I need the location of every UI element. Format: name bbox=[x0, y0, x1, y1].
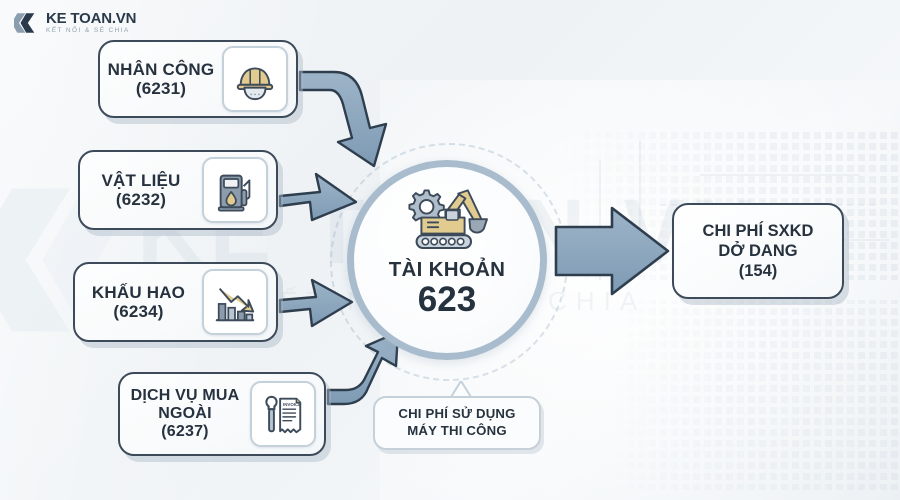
source-box-4-text: DỊCH VỤ MUA NGOÀI (6237) bbox=[120, 387, 250, 441]
source-box-vat-lieu[interactable]: VẬT LIỆU (6232) bbox=[78, 150, 278, 230]
destination-code: (154) bbox=[738, 262, 778, 281]
source-box-2-label: VẬT LIỆU bbox=[101, 170, 181, 190]
caption-text: CHI PHÍ SỬ DỤNG MÁY THI CÔNG bbox=[398, 406, 515, 440]
declining-bar-chart-icon bbox=[202, 269, 268, 335]
source-box-3-code: (6234) bbox=[113, 302, 164, 321]
source-box-2-text: VẬT LIỆU (6232) bbox=[80, 171, 202, 209]
logo-name: KE TOAN.VN bbox=[46, 10, 137, 28]
fuel-pump-icon bbox=[202, 157, 268, 223]
source-box-3-text: KHẤU HAO (6234) bbox=[75, 283, 202, 321]
logo-tagline: KẾT NỐI & SẺ CHIA bbox=[46, 27, 130, 35]
source-box-nhan-cong[interactable]: NHÂN CÔNG (6231) bbox=[98, 40, 298, 118]
destination-line-1: CHI PHÍ SXKD bbox=[702, 221, 814, 240]
destination-line-2: DỞ DANG bbox=[718, 241, 798, 260]
center-account-code: 623 bbox=[417, 279, 477, 319]
wrench-invoice-icon: INVOICE bbox=[250, 381, 316, 447]
center-node-tai-khoan-623[interactable]: TÀI KHOẢN 623 bbox=[347, 160, 547, 360]
arrow-nhan-cong bbox=[298, 70, 388, 168]
source-box-1-label: NHÂN CÔNG bbox=[107, 59, 215, 79]
arrow-to-destination bbox=[554, 206, 670, 296]
destination-box-chi-phi-sxkd[interactable]: CHI PHÍ SXKD DỞ DANG (154) bbox=[672, 203, 844, 299]
source-box-1-text: NHÂN CÔNG (6231) bbox=[100, 60, 222, 98]
excavator-gear-icon bbox=[399, 187, 495, 258]
caption-line-2: MÁY THI CÔNG bbox=[407, 423, 507, 438]
caption-callout: CHI PHÍ SỬ DỤNG MÁY THI CÔNG bbox=[373, 396, 541, 450]
source-box-2-code: (6232) bbox=[115, 190, 167, 209]
source-box-4-code: (6237) bbox=[161, 422, 209, 440]
center-title: TÀI KHOẢN bbox=[388, 258, 506, 281]
destination-text: CHI PHÍ SXKD DỞ DANG (154) bbox=[703, 221, 814, 281]
source-box-3-label: KHẤU HAO bbox=[91, 282, 186, 302]
svg-text:INVOICE: INVOICE bbox=[283, 402, 301, 407]
caption-line-1: CHI PHÍ SỬ DỤNG bbox=[398, 406, 516, 422]
logo-wordmark: KE TOAN.VN KẾT NỐI & SẺ CHIA bbox=[46, 11, 136, 35]
site-logo[interactable]: KE TOAN.VN KẾT NỐI & SẺ CHIA bbox=[14, 10, 136, 36]
source-box-4-label: DỊCH VỤ MUA NGOÀI bbox=[130, 387, 240, 423]
arrow-khau-hao bbox=[278, 278, 354, 328]
hard-hat-icon bbox=[222, 46, 288, 112]
source-box-khau-hao[interactable]: KHẤU HAO (6234) bbox=[73, 262, 278, 342]
source-box-1-code: (6231) bbox=[135, 79, 187, 98]
k-logo-icon bbox=[14, 13, 35, 33]
arrow-dich-vu bbox=[326, 330, 400, 406]
arrow-vat-lieu bbox=[278, 172, 358, 222]
source-box-dich-vu-mua-ngoai[interactable]: DỊCH VỤ MUA NGOÀI (6237) INVOICE bbox=[118, 372, 326, 456]
